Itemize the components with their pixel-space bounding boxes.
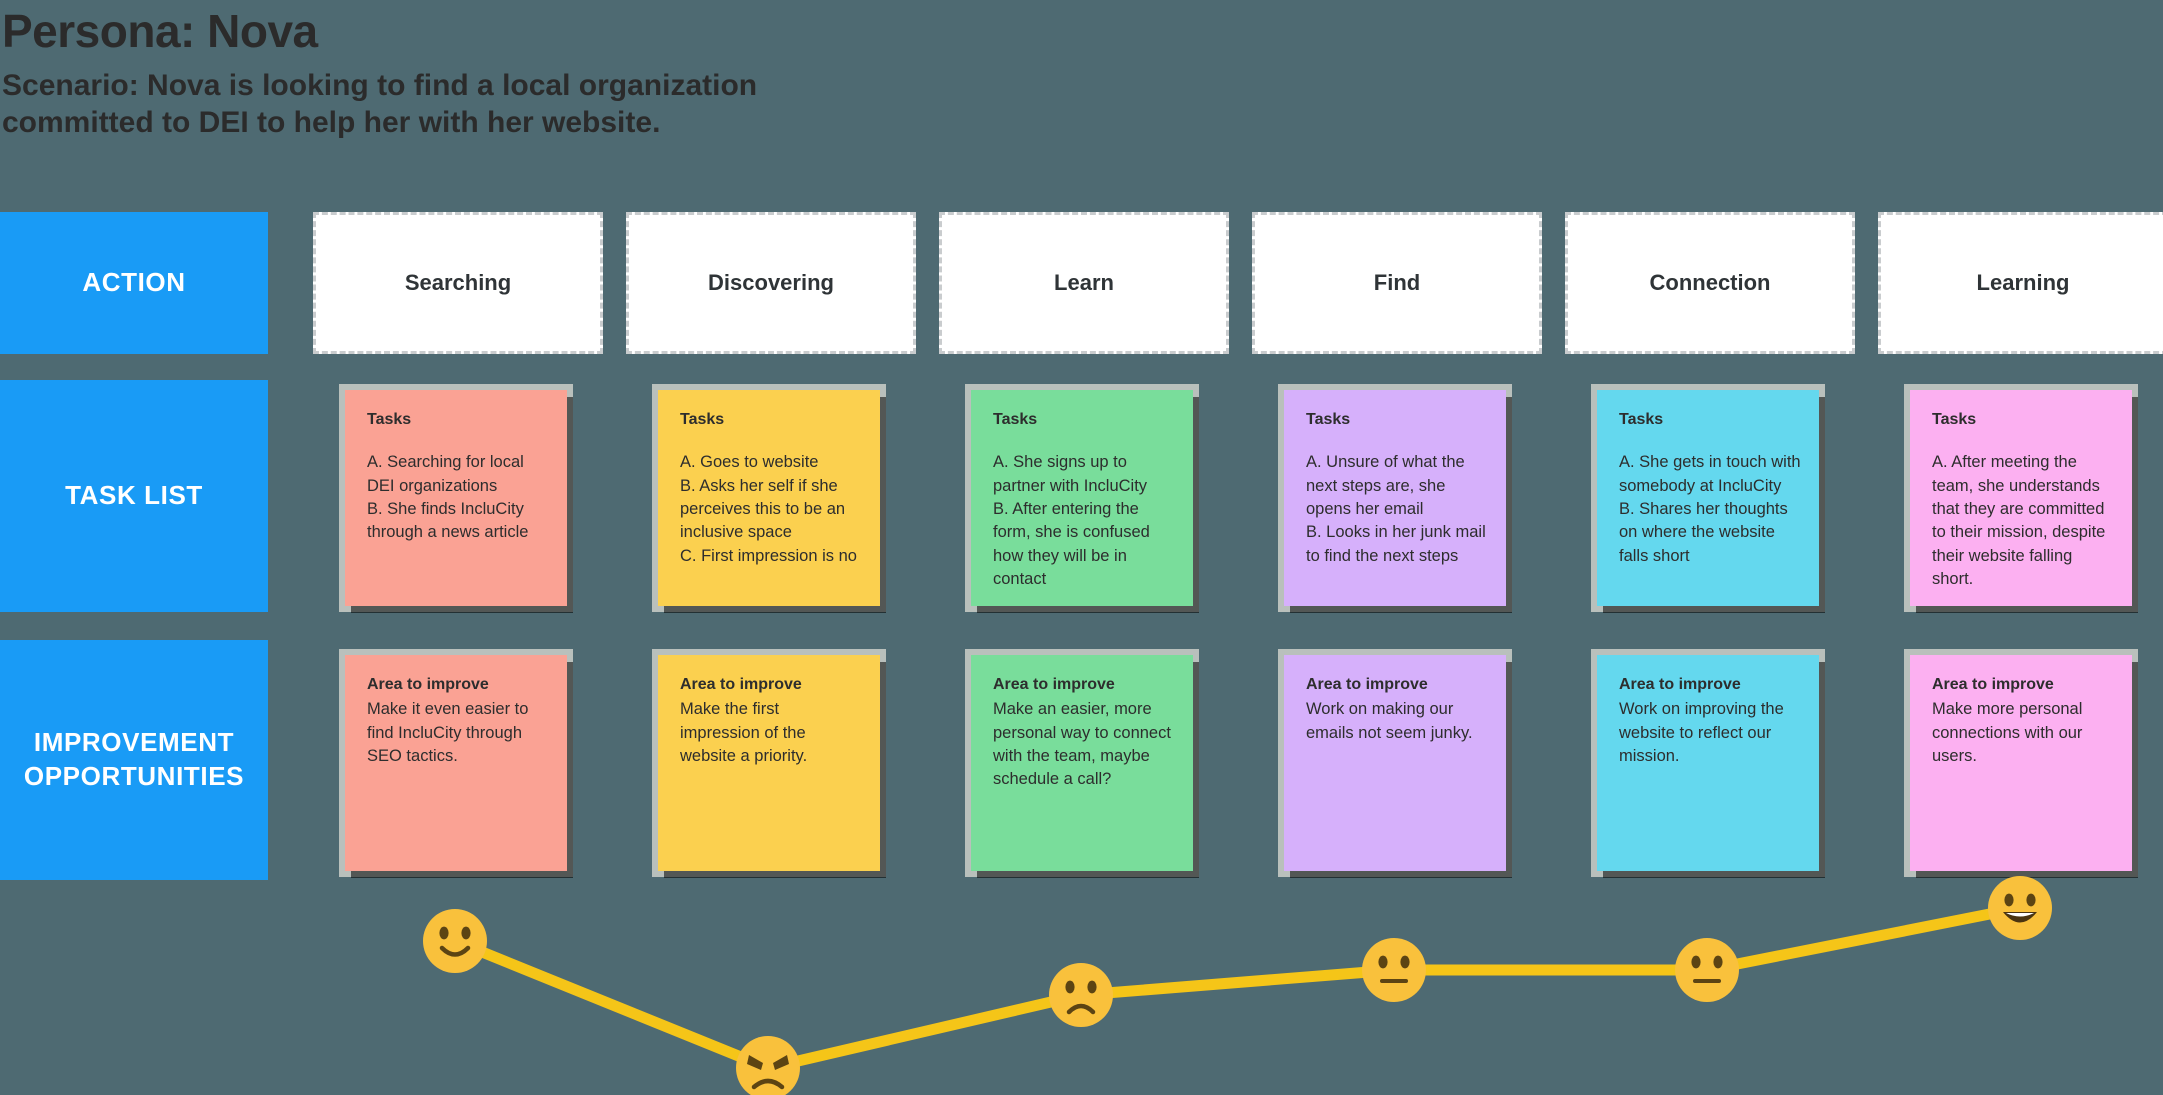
task-card[interactable]: Tasks A. Unsure of what the next steps a… — [1284, 390, 1506, 606]
emotion-face-grin-icon[interactable] — [1988, 876, 2052, 940]
emotion-face-angry-icon[interactable] — [736, 1036, 800, 1095]
improvement-card[interactable]: Area to improve Work on improving the we… — [1597, 655, 1819, 871]
card-body: Make more personal connections with our … — [1932, 700, 2083, 766]
task-card[interactable]: Tasks A. She gets in touch with somebody… — [1597, 390, 1819, 606]
card-body: Work on making our emails not seem junky… — [1306, 700, 1473, 742]
card-title: Area to improve — [993, 676, 1115, 693]
card-title: Area to improve — [1619, 676, 1741, 693]
action-label: Find — [1373, 270, 1421, 295]
emotion-face-neutral-icon[interactable] — [1675, 938, 1739, 1002]
card-title: Tasks — [1619, 411, 1664, 428]
row-label-improvement-opportunities: IMPROVEMENT OPPORTUNITIES — [0, 640, 268, 880]
card-body: A. Goes to website B. Asks her self if s… — [680, 453, 857, 565]
card-body: Make it even easier to find IncluCity th… — [367, 700, 529, 766]
card-title: Tasks — [367, 411, 412, 428]
improvement-card[interactable]: Area to improve Make it even easier to f… — [345, 655, 567, 871]
card-title: Tasks — [1932, 411, 1977, 428]
emotion-face-smile-icon[interactable] — [423, 909, 487, 973]
card-body: A. After meeting the team, she understan… — [1932, 453, 2106, 589]
action-cell-learning[interactable]: Learning — [1878, 212, 2163, 354]
improvement-card[interactable]: Area to improve Make more personal conne… — [1910, 655, 2132, 871]
card-body: Make the first impression of the website… — [680, 700, 808, 766]
card-title: Area to improve — [680, 676, 802, 693]
card-title: Area to improve — [1932, 676, 2054, 693]
card-title: Tasks — [993, 411, 1038, 428]
action-cell-find[interactable]: Find — [1252, 212, 1542, 354]
scenario-description: Scenario: Nova is looking to find a loca… — [2, 69, 758, 139]
task-card[interactable]: Tasks A. She signs up to partner with In… — [971, 390, 1193, 606]
task-card[interactable]: Tasks A. After meeting the team, she und… — [1910, 390, 2132, 606]
row-label-action: ACTION — [0, 212, 268, 354]
action-label: Connection — [1649, 270, 1771, 295]
task-card[interactable]: Tasks A. Goes to website B. Asks her sel… — [658, 390, 880, 606]
row-label-task-list: TASK LIST — [0, 380, 268, 612]
task-card[interactable]: Tasks A. Searching for local DEI organiz… — [345, 390, 567, 606]
emotion-face-neutral-icon[interactable] — [1362, 938, 1426, 1002]
page-title: Persona: Nova — [2, 5, 318, 57]
card-body: A. Unsure of what the next steps are, sh… — [1306, 453, 1486, 565]
action-cell-discovering[interactable]: Discovering — [626, 212, 916, 354]
card-title: Tasks — [1306, 411, 1351, 428]
action-cell-connection[interactable]: Connection — [1565, 212, 1855, 354]
action-cell-learn[interactable]: Learn — [939, 212, 1229, 354]
card-body: Make an easier, more personal way to con… — [993, 700, 1171, 789]
card-title: Area to improve — [367, 676, 489, 693]
improvement-card[interactable]: Area to improve Make an easier, more per… — [971, 655, 1193, 871]
emotion-face-sad-icon[interactable] — [1049, 963, 1113, 1027]
action-label: Discovering — [708, 270, 834, 295]
header: Persona: Nova Scenario: Nova is looking … — [0, 0, 1200, 141]
card-body: A. She signs up to partner with IncluCit… — [993, 453, 1150, 589]
action-label: Learning — [1976, 270, 2070, 295]
card-body: A. Searching for local DEI organizations… — [367, 453, 529, 542]
card-body: A. She gets in touch with somebody at In… — [1619, 453, 1801, 565]
action-label: Searching — [404, 270, 512, 295]
card-title: Tasks — [680, 411, 725, 428]
card-body: Work on improving the website to reflect… — [1619, 700, 1784, 766]
improvement-card[interactable]: Area to improve Make the first impressio… — [658, 655, 880, 871]
action-cell-searching[interactable]: Searching — [313, 212, 603, 354]
emotion-line — [449, 902, 2026, 1074]
card-title: Area to improve — [1306, 676, 1428, 693]
action-label: Learn — [1054, 270, 1114, 295]
improvement-card[interactable]: Area to improve Work on making our email… — [1284, 655, 1506, 871]
